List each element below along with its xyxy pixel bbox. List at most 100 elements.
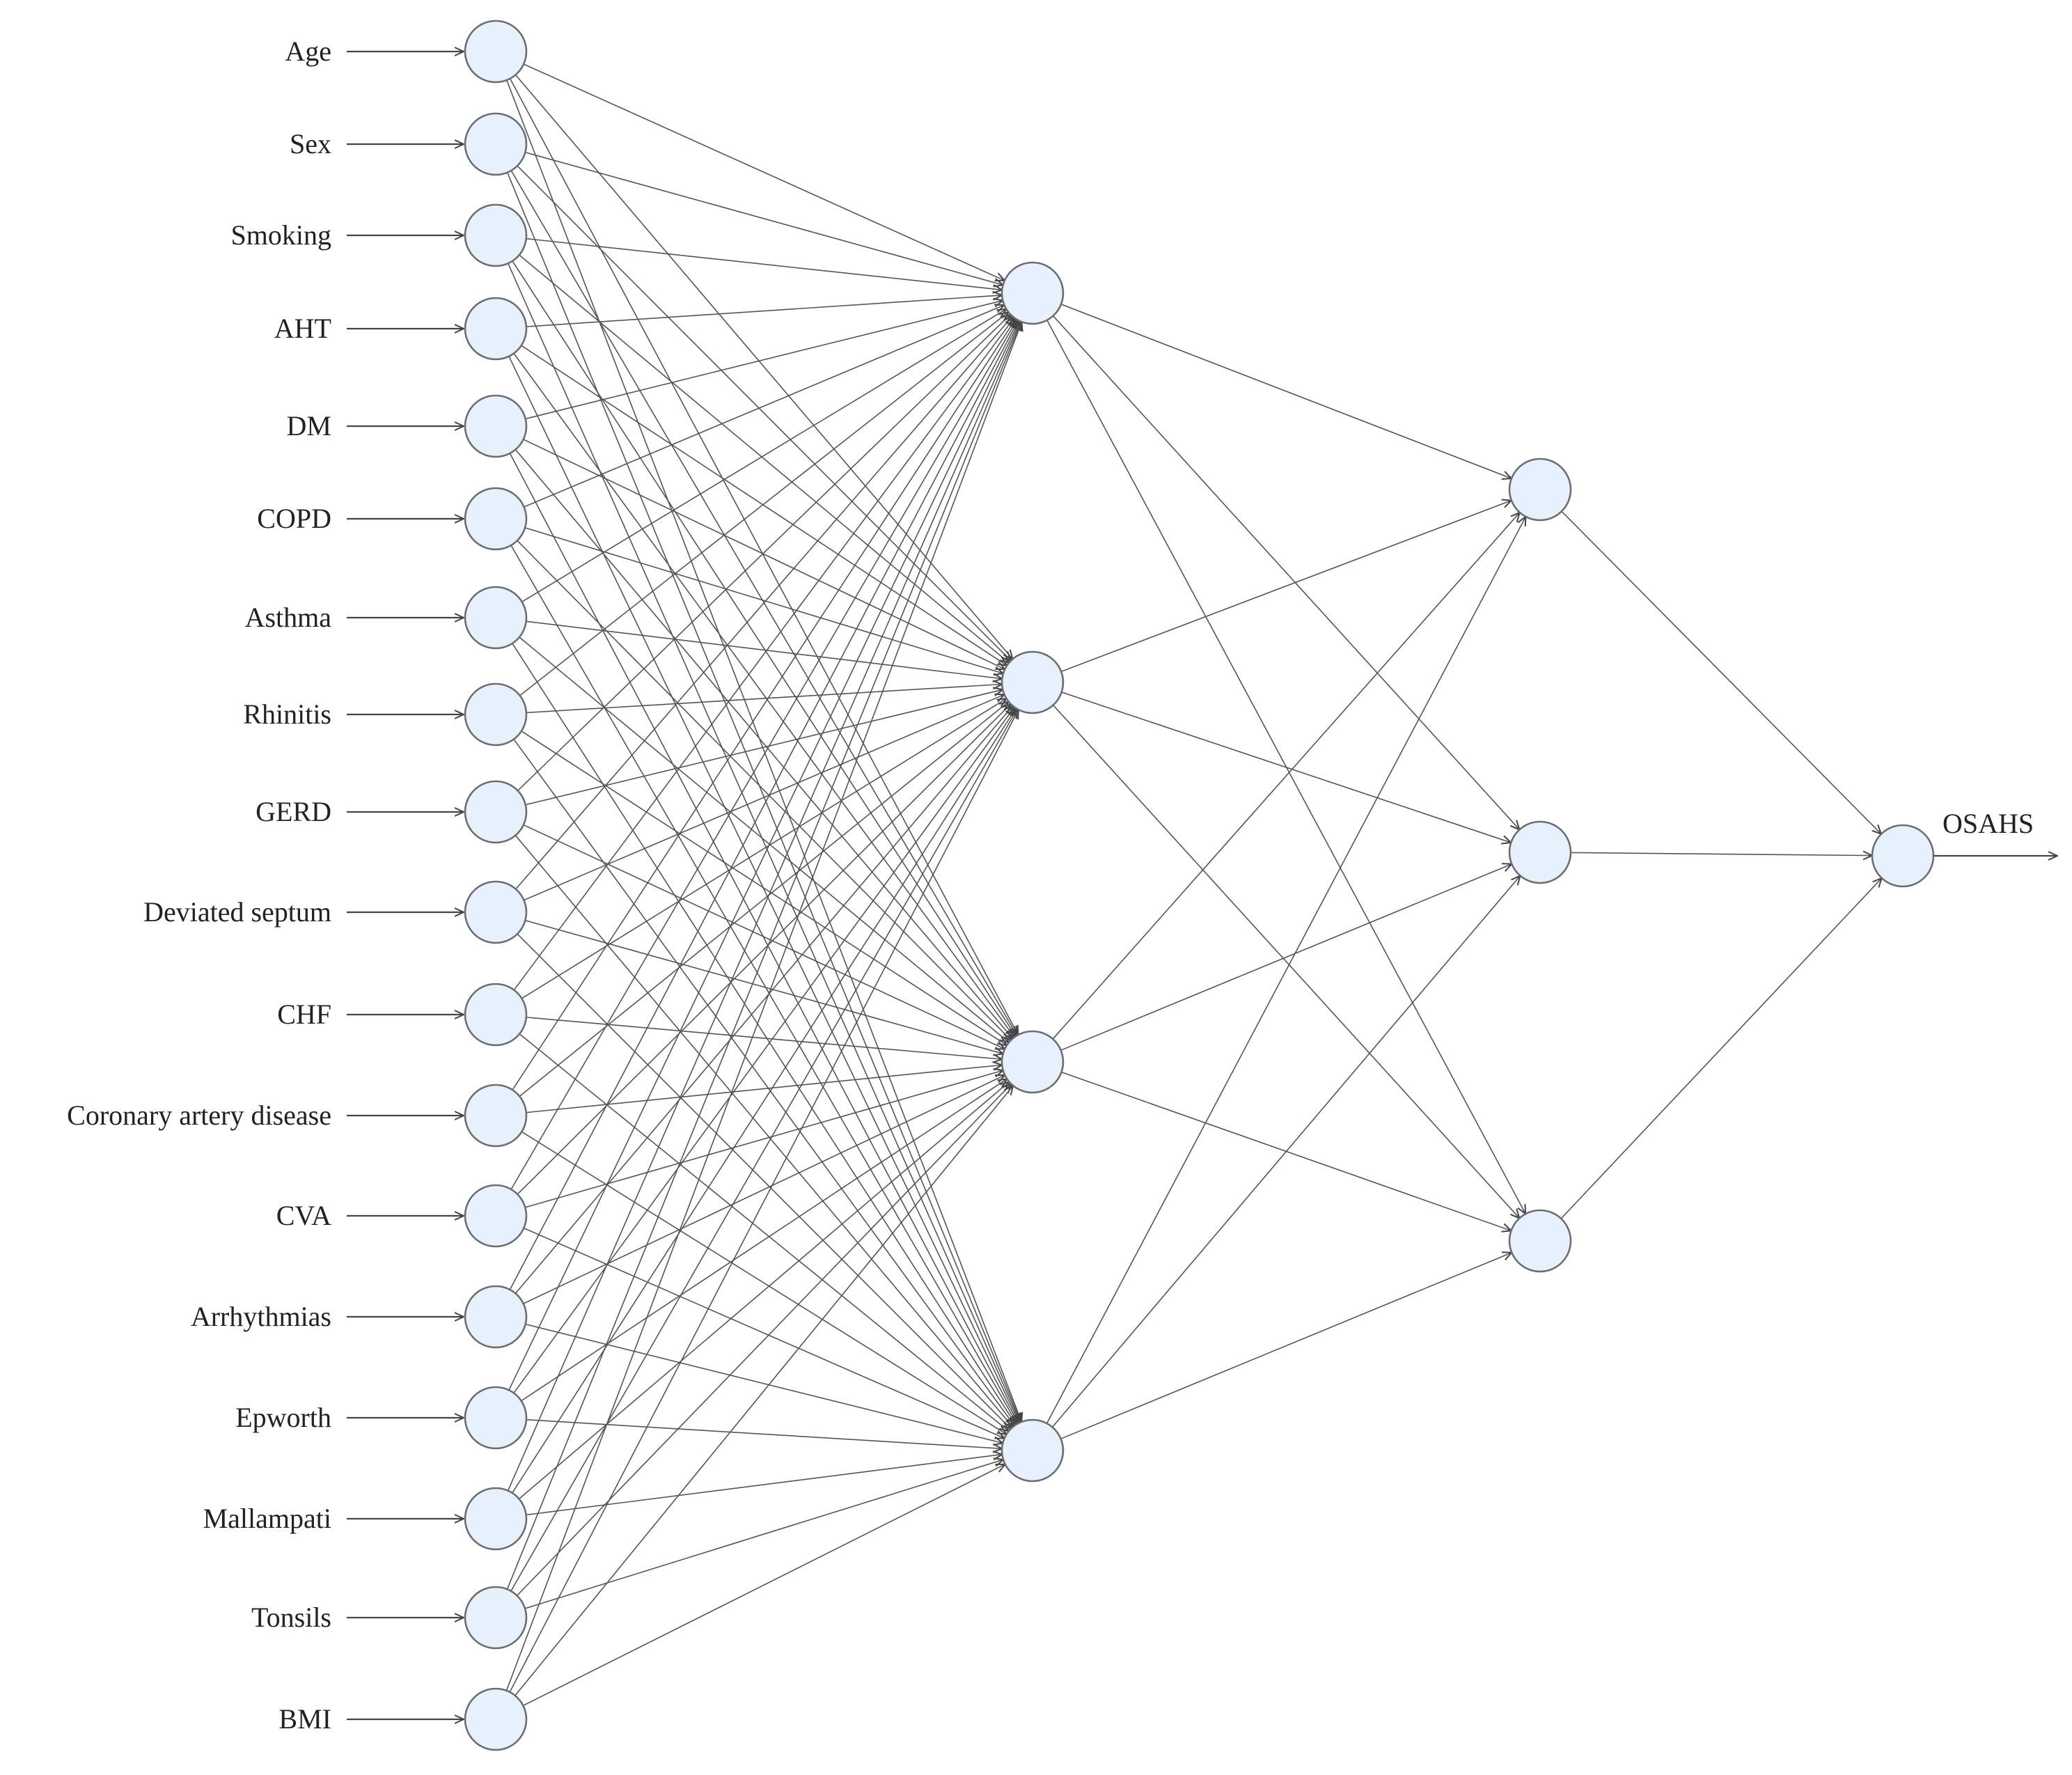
edge-h2-2-to-output [1570,852,1872,855]
input-node [464,487,528,551]
edge-input-6-to-h1-2 [524,527,1003,673]
edge-input-13-to-h1-2 [517,704,1011,1195]
edge-h1-2-to-h2-1 [1060,501,1512,673]
edge-input-9-to-h1-1 [517,315,1011,792]
edge-input-5-to-h1-1 [525,301,1003,420]
connection-edges [505,63,1882,1707]
edge-input-11-to-h1-2 [521,698,1006,999]
input-label: Smoking [231,219,331,251]
input-node [464,394,528,458]
input-node [464,682,528,746]
edge-input-17-to-h1-4 [524,1460,1003,1609]
input-node [464,1386,528,1450]
edge-input-5-to-h1-3 [515,449,1012,1039]
edge-input-10-to-h1-4 [517,933,1011,1429]
input-node [464,19,528,84]
hidden-layer-1-node [1000,261,1065,325]
input-label: Epworth [235,1402,331,1433]
edge-input-13-to-h1-4 [523,1227,1004,1439]
edge-input-12-to-h1-2 [519,702,1009,1097]
edge-input-16-to-h1-1 [507,321,1021,1492]
edge-input-17-to-h1-1 [506,322,1021,1590]
edge-input-4-to-h1-1 [526,295,1002,327]
edge-h2-3-to-output [1560,878,1882,1219]
edge-input-1-to-h1-3 [509,78,1019,1035]
edge-input-14-to-h1-2 [515,706,1012,1294]
edge-h1-2-to-h2-3 [1053,705,1520,1219]
input-node [464,1586,528,1650]
edge-input-10-to-h1-2 [524,694,1004,901]
edge-input-2-to-h1-1 [525,151,1003,285]
hidden-layer-2-node [1508,1209,1572,1273]
edge-input-5-to-h1-2 [523,439,1005,669]
edge-h1-4-to-h2-1 [1046,517,1526,1424]
edge-input-16-to-h1-2 [512,708,1016,1494]
edge-input-7-to-h1-4 [512,643,1016,1425]
edge-input-18-to-h1-3 [515,1086,1013,1696]
edge-input-5-to-h1-4 [509,453,1018,1423]
edge-input-9-to-h1-2 [525,689,1003,806]
input-node [464,983,528,1047]
edge-input-15-to-h1-4 [526,1418,1002,1449]
edge-input-11-to-h1-3 [526,1017,1002,1059]
input-node [464,1084,528,1148]
edge-input-7-to-h1-1 [521,309,1007,602]
hidden-layer-2-node [1508,820,1572,884]
edge-input-17-to-h1-2 [510,709,1017,1592]
edge-input-8-to-h1-3 [521,730,1007,1045]
hidden-layer-1-node [1000,650,1065,714]
input-label: COPD [257,503,331,534]
input-label: DM [287,410,331,441]
input-label: Arrhythmias [191,1301,331,1332]
edge-h1-1-to-h2-2 [1052,315,1520,830]
edge-input-12-to-h1-3 [526,1065,1002,1113]
edge-input-1-to-h1-4 [506,79,1021,1422]
edge-input-11-to-h1-4 [519,1033,1009,1432]
output-arrow-group: OSAHS [1933,808,2057,856]
edge-input-7-to-h1-2 [526,620,1003,678]
edge-input-2-to-h1-2 [517,165,1011,661]
input-label: Age [285,36,331,67]
edge-input-18-to-h1-2 [509,710,1019,1693]
edge-input-1-to-h1-1 [523,63,1005,281]
edge-input-3-to-h1-1 [526,237,1003,290]
edge-input-6-to-h1-1 [524,305,1005,508]
edge-input-9-to-h1-4 [515,835,1012,1428]
hidden-layer-1-node [1000,1418,1065,1483]
edge-input-4-to-h1-2 [521,345,1007,666]
input-node [464,780,528,844]
edge-input-10-to-h1-1 [515,316,1012,890]
input-label: CVA [276,1200,331,1231]
edge-input-9-to-h1-3 [523,824,1005,1049]
edge-input-12-to-h1-4 [521,1131,1006,1434]
edge-input-13-to-h1-1 [510,320,1017,1190]
edge-input-14-to-h1-3 [523,1075,1005,1304]
edge-input-16-to-h1-3 [518,1082,1010,1500]
neurons [464,19,1935,1751]
input-node [464,203,528,267]
input-label: GERD [256,796,331,827]
input-label: Rhinitis [243,698,331,730]
input-node [464,1487,528,1551]
edge-input-16-to-h1-4 [526,1455,1003,1516]
edge-input-3-to-h1-3 [512,260,1016,1036]
input-node [464,1285,528,1349]
edge-input-12-to-h1-1 [512,319,1016,1090]
edge-input-17-to-h1-3 [516,1084,1012,1596]
edge-input-15-to-h1-2 [513,707,1014,1393]
input-node [464,1184,528,1248]
output-label-osahs: OSAHS [1943,808,2034,839]
input-label: Mallampati [203,1503,331,1534]
edge-h1-3-to-h2-1 [1052,513,1520,1040]
edge-input-11-to-h1-1 [513,318,1014,991]
edge-h2-1-to-output [1561,510,1881,834]
input-label: CHF [277,999,331,1030]
input-label: Deviated septum [143,896,331,928]
edge-input-4-to-h1-4 [508,356,1019,1423]
input-labels: AgeSexSmokingAHTDMCOPDAsthmaRhinitisGERD… [67,36,331,1735]
edge-input-18-to-h1-4 [522,1464,1005,1707]
edge-input-4-to-h1-3 [513,353,1014,1038]
edge-input-8-to-h1-2 [526,685,1002,714]
edge-input-14-to-h1-4 [525,1323,1003,1444]
input-label: Asthma [245,602,332,633]
